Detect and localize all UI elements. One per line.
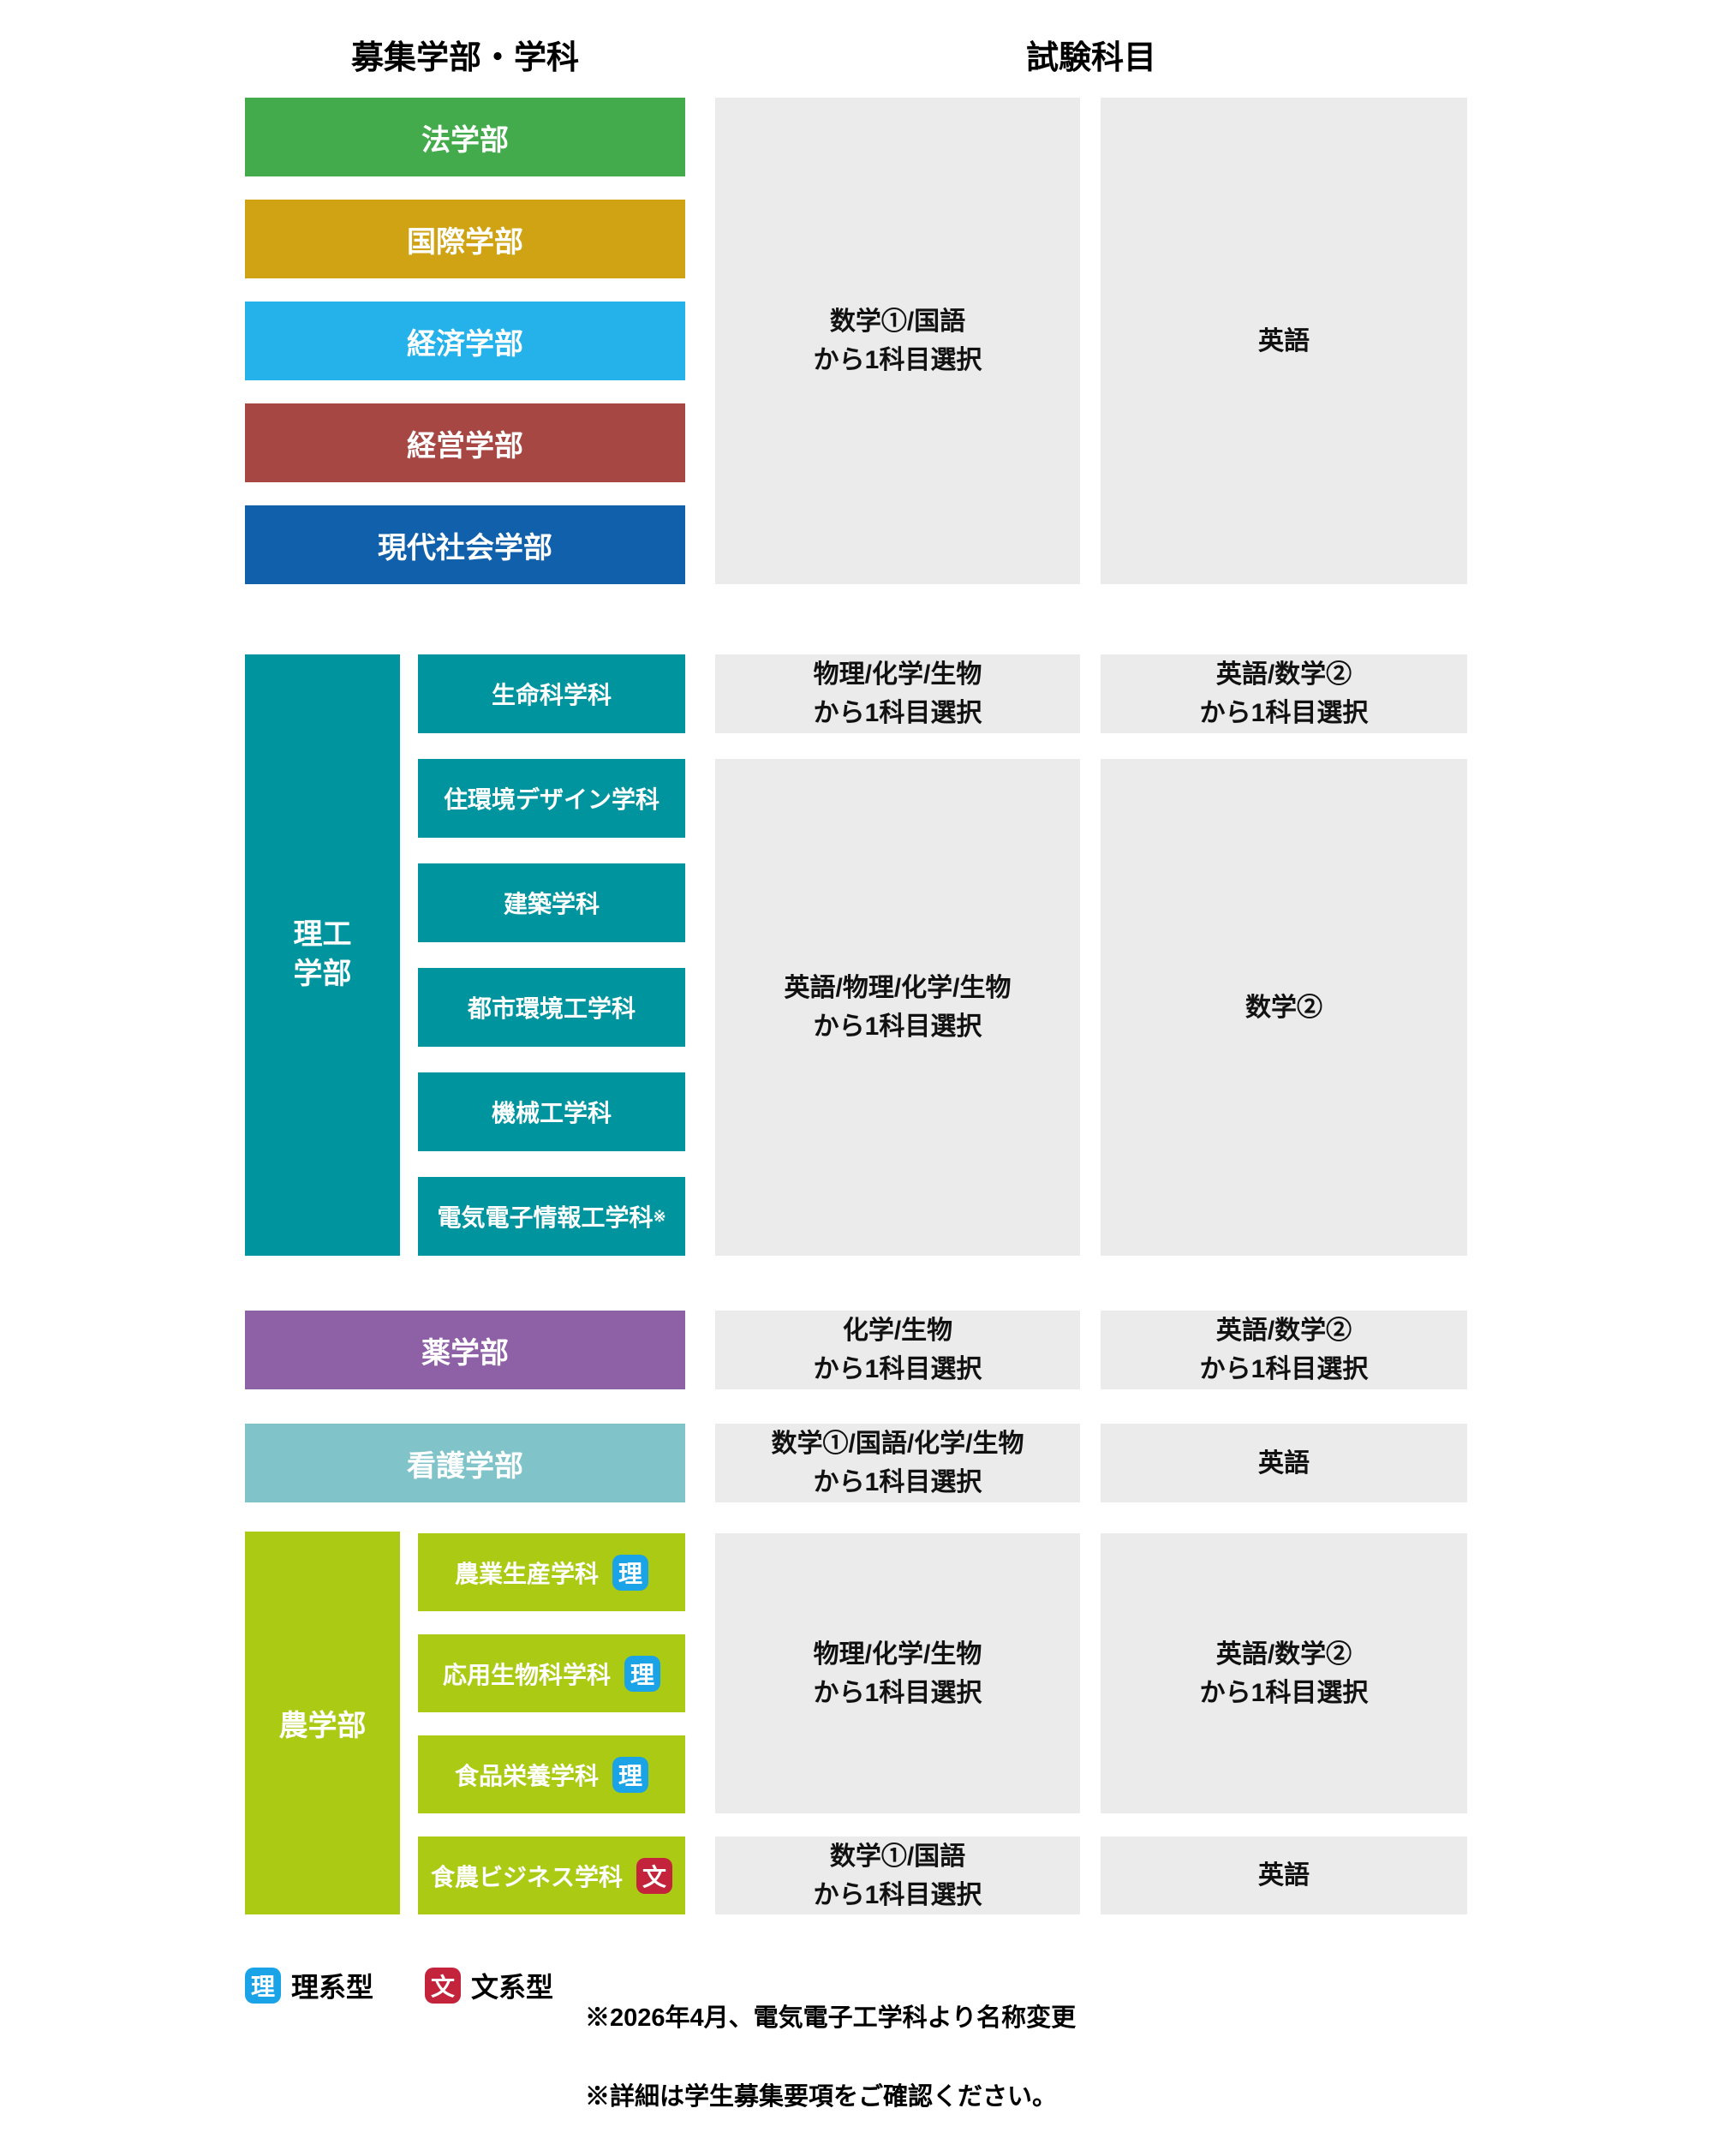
subject-cell-top-choice: 数学①/国語 から1科目選択: [715, 98, 1080, 584]
department-bar-architecture: 建築学科: [418, 863, 685, 942]
humanities-type-label: 文系型: [471, 1972, 554, 2003]
faculty-bar-agriculture: 農学部: [245, 1532, 400, 1914]
department-label: 応用生物科学科: [442, 1661, 611, 1688]
department-bar-living-environment-design: 住環境デザイン学科: [418, 759, 685, 838]
department-bar-applied-biological-science: 応用生物科学科 理: [418, 1634, 685, 1712]
science-type-badge: 理: [624, 1655, 660, 1692]
left-column-header: 募集学部・学科: [350, 40, 579, 76]
department-bar-agricultural-production: 農業生産学科 理: [418, 1533, 685, 1611]
footnotes: ※2026年4月、電気電子工学科より名称変更 ※詳細は学生募集要項をご確認くださ…: [585, 1959, 1356, 2156]
subject-cell-pharmacy-second: 英語/数学② から1科目選択: [1101, 1311, 1467, 1389]
department-label: 農業生産学科: [454, 1560, 599, 1587]
department-bar-electrical-electronic-information: 電気電子情報工学科※: [418, 1177, 685, 1256]
department-bar-civil-environmental: 都市環境工学科: [418, 968, 685, 1047]
faculty-bar-pharmacy: 薬学部: [245, 1311, 685, 1389]
department-bar-food-agribusiness: 食農ビジネス学科 文: [418, 1836, 685, 1914]
department-label: 電気電子情報工学科: [437, 1204, 654, 1231]
subject-cell-pharmacy-choice: 化学/生物 から1科目選択: [715, 1311, 1080, 1389]
subject-cell-life-science-second: 英語/数学② から1科目選択: [1101, 654, 1467, 733]
faculty-bar-international: 国際学部: [245, 200, 685, 278]
science-type-badge: 理: [612, 1756, 648, 1793]
subject-cell-top-english: 英語: [1101, 98, 1467, 584]
department-bar-food-nutrition: 食品栄養学科 理: [418, 1735, 685, 1813]
subject-cell-agriculture-science-second: 英語/数学② から1科目選択: [1101, 1533, 1467, 1813]
subject-cell-life-science-choice: 物理/化学/生物 から1科目選択: [715, 654, 1080, 733]
footnote-rename: ※2026年4月、電気電子工学科より名称変更: [585, 2004, 1077, 2032]
faculty-bar-science-engineering: 理工 学部: [245, 654, 400, 1256]
faculty-bar-law: 法学部: [245, 98, 685, 176]
faculty-bar-business: 経営学部: [245, 403, 685, 482]
department-bar-life-science: 生命科学科: [418, 654, 685, 733]
footnote-guidelines: ※詳細は学生募集要項をご確認ください。: [585, 2083, 1058, 2111]
subject-cell-engineering-math: 数学②: [1101, 759, 1467, 1256]
faculty-bar-modern-society: 現代社会学部: [245, 505, 685, 584]
department-label: 食農ビジネス学科: [430, 1863, 623, 1890]
right-column-header: 試験科目: [1025, 40, 1156, 76]
faculty-bar-economics: 経済学部: [245, 302, 685, 380]
department-label: 食品栄養学科: [454, 1762, 599, 1789]
faculty-bar-nursing: 看護学部: [245, 1424, 685, 1502]
subject-cell-agriculture-science-choice: 物理/化学/生物 から1科目選択: [715, 1533, 1080, 1813]
humanities-type-badge: 文: [636, 1857, 672, 1894]
subject-cell-agribusiness-english: 英語: [1101, 1836, 1467, 1914]
science-type-label: 理系型: [291, 1972, 374, 2003]
science-type-badge: 理: [245, 1968, 281, 2004]
subject-cell-engineering-choice: 英語/物理/化学/生物 から1科目選択: [715, 759, 1080, 1256]
department-bar-mechanical: 機械工学科: [418, 1072, 685, 1151]
type-legend: 理 理系型 文 文系型: [245, 1966, 553, 2005]
science-type-badge: 理: [612, 1554, 648, 1591]
subject-cell-nursing-choice: 数学①/国語/化学/生物 から1科目選択: [715, 1424, 1080, 1502]
subject-cell-nursing-english: 英語: [1101, 1424, 1467, 1502]
humanities-type-badge: 文: [425, 1968, 462, 2004]
subject-cell-agribusiness-choice: 数学①/国語 から1科目選択: [715, 1836, 1080, 1914]
